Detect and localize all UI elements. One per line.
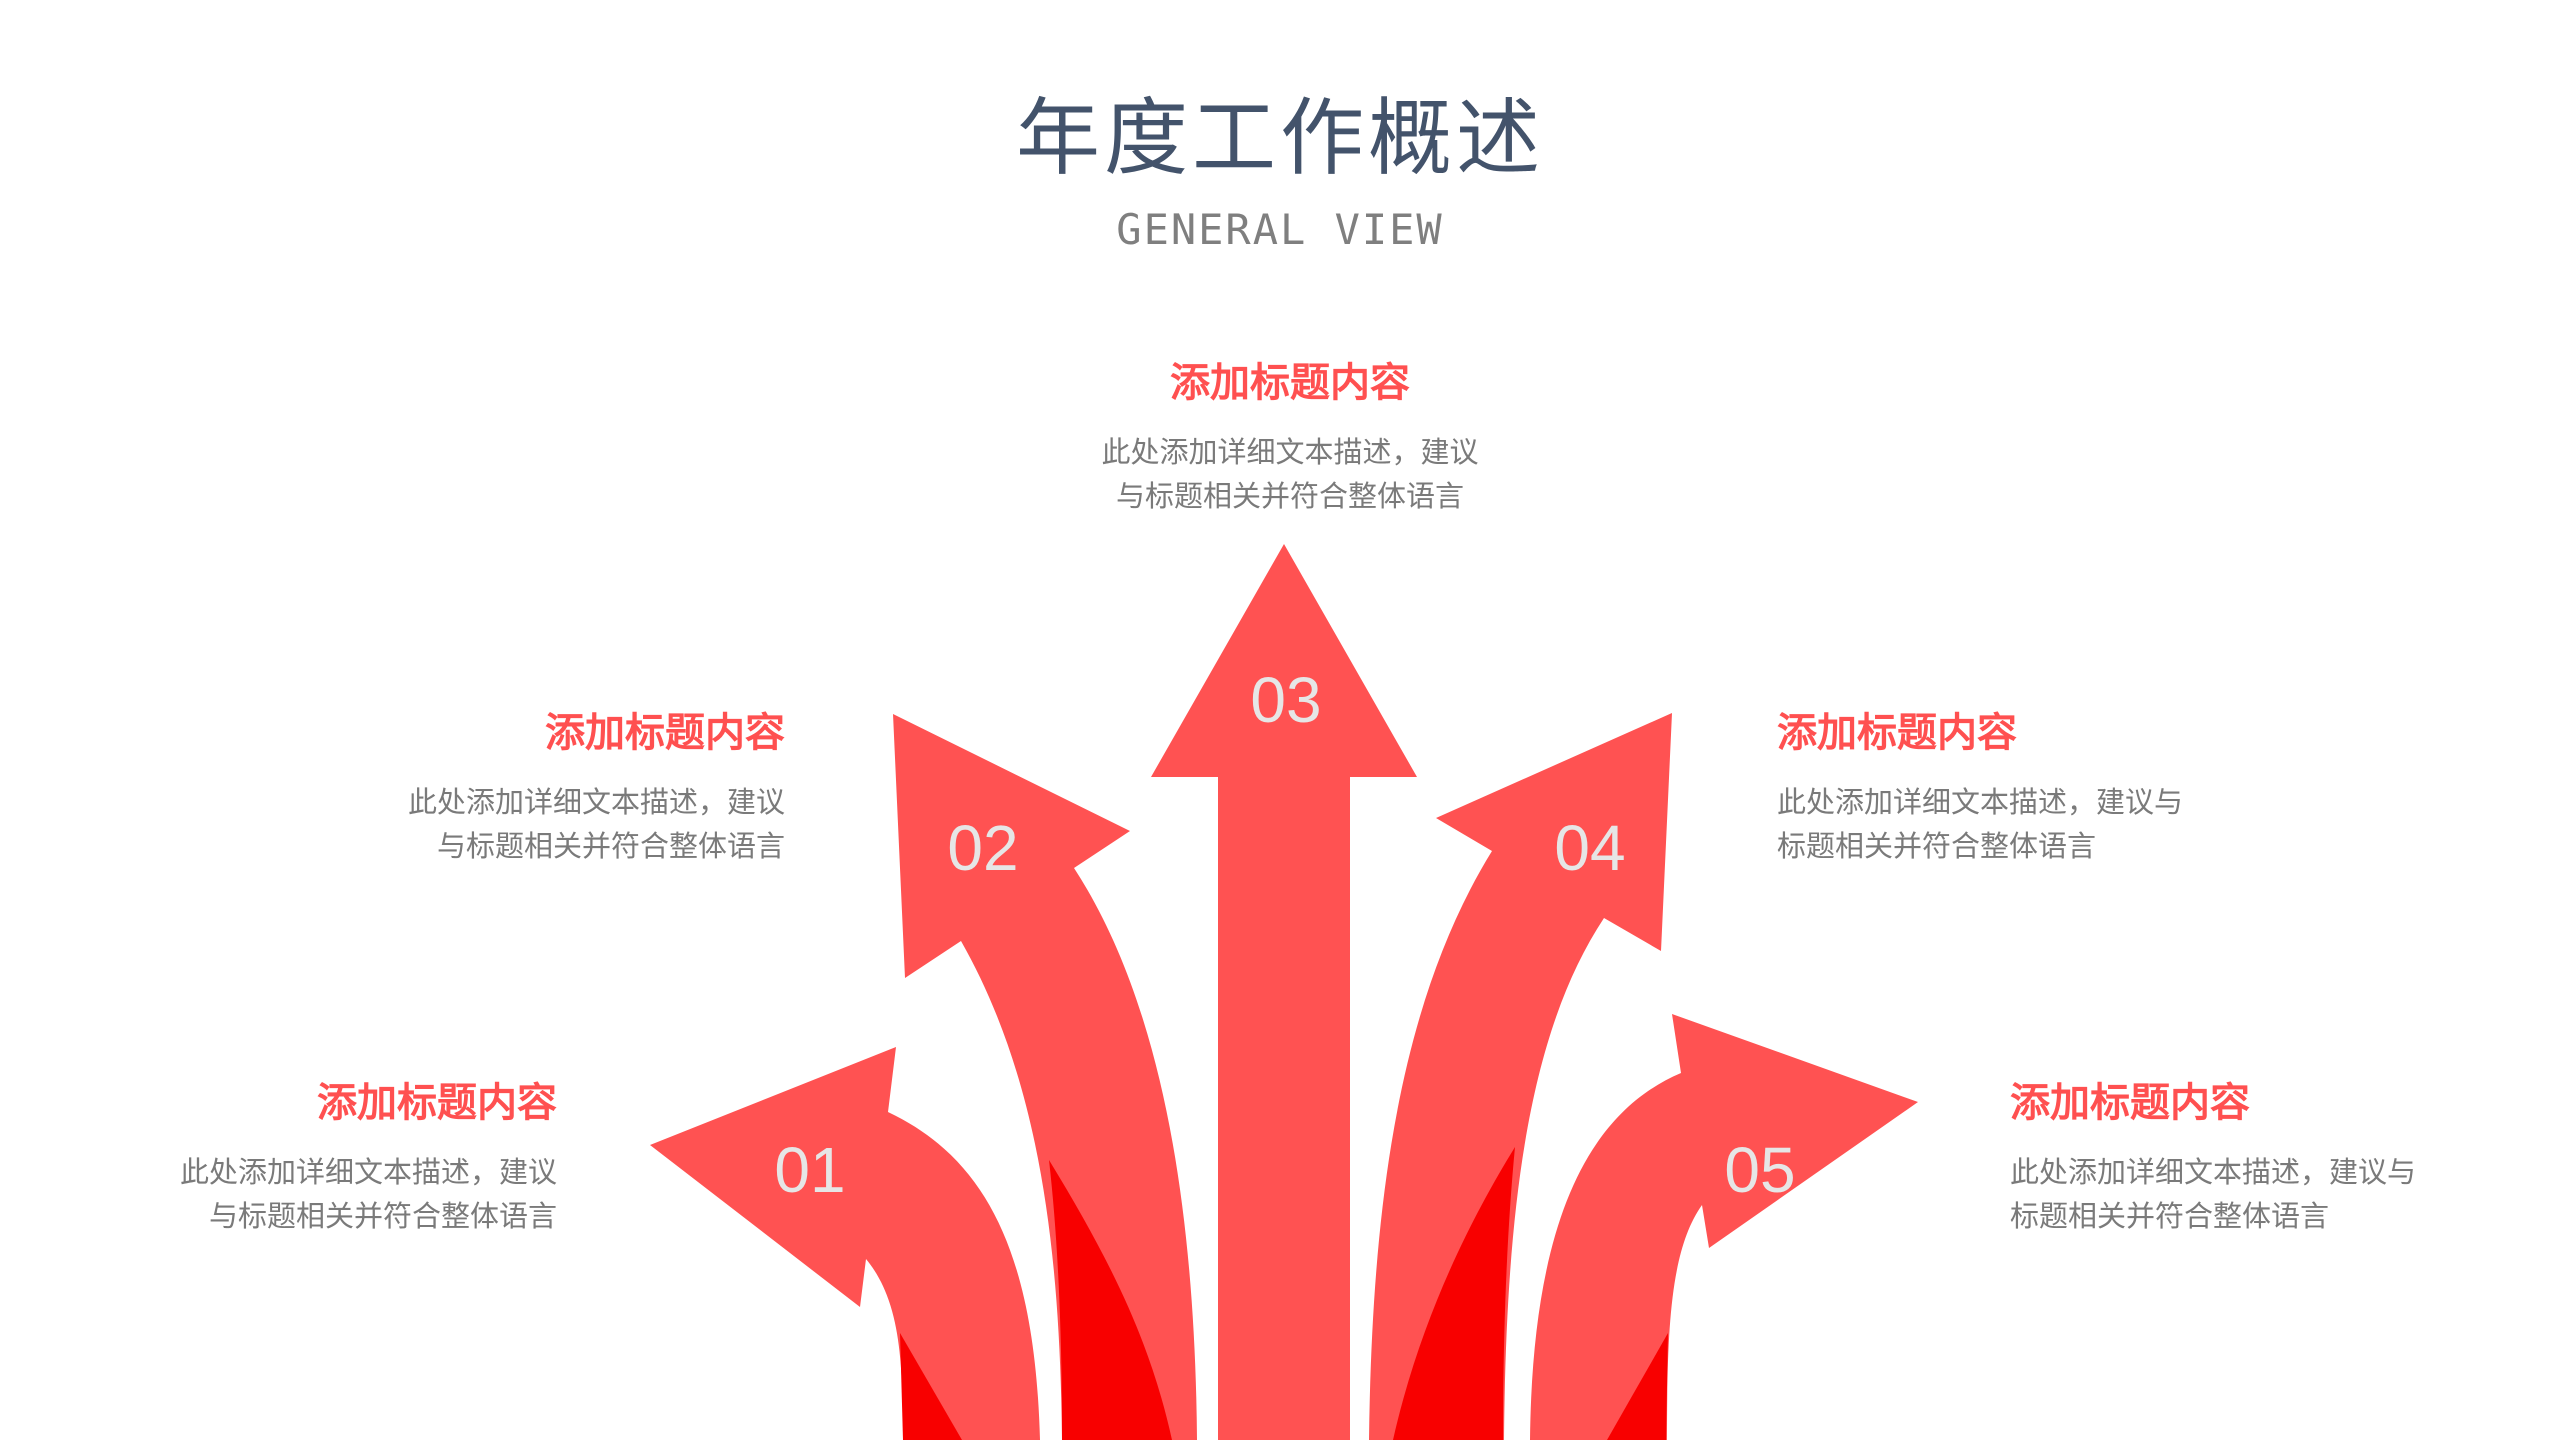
item-block-02: 添加标题内容 此处添加详细文本描述，建议 与标题相关并符合整体语言	[265, 708, 785, 868]
item-description: 此处添加详细文本描述，建议与 标题相关并符合整体语言	[1777, 785, 2184, 863]
item-block-03: 添加标题内容 此处添加详细文本描述，建议 与标题相关并符合整体语言	[1030, 358, 1550, 518]
arrow-number-02: 02	[947, 812, 1018, 884]
item-description: 此处添加详细文本描述，建议 与标题相关并符合整体语言	[1101, 435, 1479, 513]
item-title: 添加标题内容	[1170, 360, 1410, 406]
item-description: 此处添加详细文本描述，建议与 标题相关并符合整体语言	[2010, 1155, 2417, 1233]
item-block-01: 添加标题内容 此处添加详细文本描述，建议 与标题相关并符合整体语言	[37, 1078, 557, 1238]
item-description: 此处添加详细文本描述，建议 与标题相关并符合整体语言	[179, 1155, 557, 1233]
item-title: 添加标题内容	[2010, 1080, 2250, 1126]
arrow-04: 04	[1369, 713, 1672, 1440]
item-block-05: 添加标题内容 此处添加详细文本描述，建议与 标题相关并符合整体语言	[2010, 1078, 2530, 1238]
arrow-01: 01	[650, 1047, 1040, 1440]
item-title: 添加标题内容	[545, 710, 785, 756]
page-subtitle: GENERAL VIEW	[1116, 205, 1444, 254]
page-title: 年度工作概述	[1015, 89, 1544, 187]
arrow-number-05: 05	[1724, 1134, 1795, 1206]
item-description: 此处添加详细文本描述，建议 与标题相关并符合整体语言	[407, 785, 785, 863]
arrow-02: 02	[893, 714, 1197, 1440]
arrow-03: 03	[1151, 544, 1417, 1440]
item-block-04: 添加标题内容 此处添加详细文本描述，建议与 标题相关并符合整体语言	[1777, 708, 2297, 868]
arrow-number-03: 03	[1250, 664, 1321, 736]
arrow-05: 05	[1530, 1014, 1918, 1440]
item-title: 添加标题内容	[317, 1080, 557, 1126]
arrow-number-01: 01	[774, 1134, 845, 1206]
arrow-number-04: 04	[1554, 812, 1625, 884]
item-title: 添加标题内容	[1777, 710, 2017, 756]
